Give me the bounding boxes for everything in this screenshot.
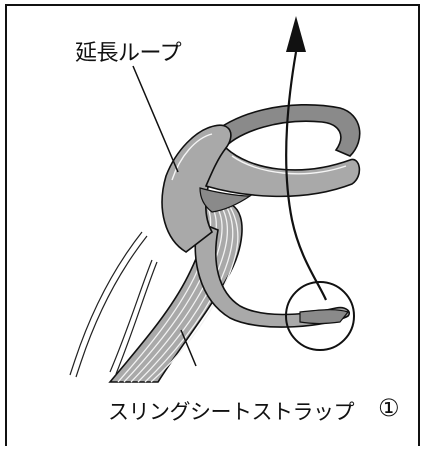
pull-direction	[285, 16, 328, 301]
extension-loop-leader	[132, 65, 179, 173]
extension-loop	[161, 103, 361, 253]
thin-cords	[69, 231, 158, 378]
extension-loop-label: 延長ループ	[75, 41, 182, 66]
sling-strap-label: スリングシートストラップ	[108, 400, 355, 424]
step-number: ①	[378, 394, 400, 422]
sling-strap-leader	[180, 329, 197, 367]
magnify-circle-icon	[285, 281, 355, 351]
arrow-up-icon	[286, 16, 306, 52]
